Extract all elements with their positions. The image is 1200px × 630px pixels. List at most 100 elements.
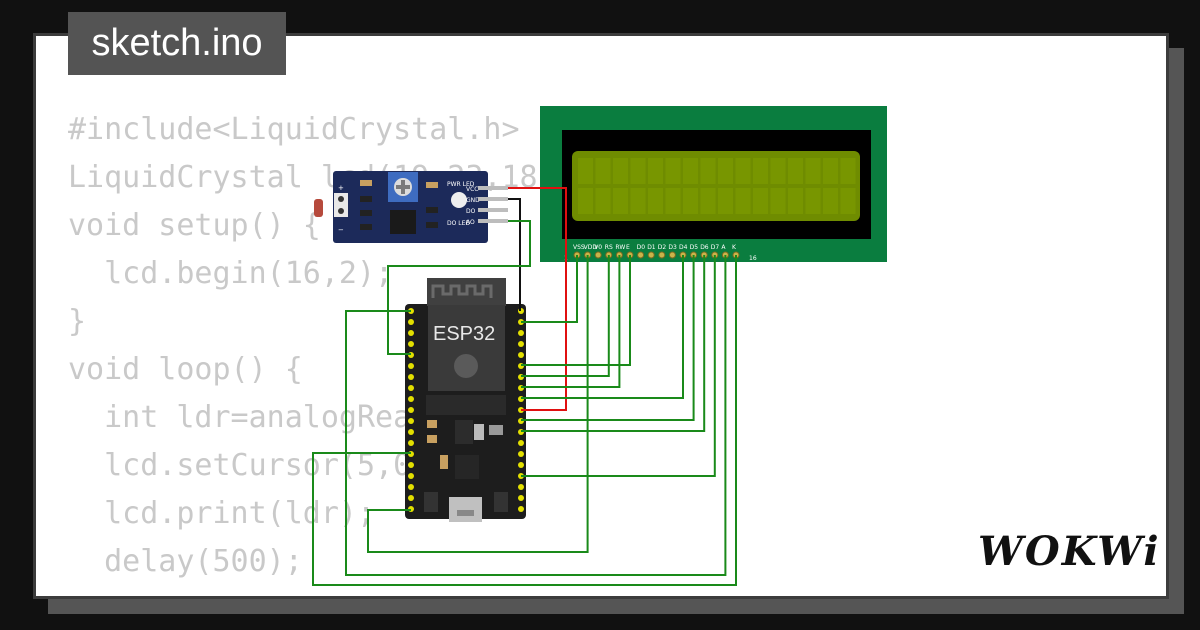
lcd-cell	[753, 188, 768, 214]
esp32-pin	[408, 385, 414, 391]
lcd-cell	[823, 188, 838, 214]
lcd-cell	[823, 158, 838, 184]
sensor-pin-gnd: GND	[466, 197, 480, 204]
esp32-module	[428, 305, 505, 391]
lcd-pin-label: D0	[637, 244, 646, 251]
esp32-pin	[408, 407, 414, 413]
lcd-pin-label: D7	[711, 244, 720, 251]
photoresistor	[314, 199, 323, 217]
wire	[312, 255, 737, 586]
esp32-pin	[518, 495, 524, 501]
wire	[521, 255, 695, 421]
esp32-pin	[408, 484, 414, 490]
esp32-pin	[518, 462, 524, 468]
lcd-cell	[683, 158, 698, 184]
lcd-cell	[683, 188, 698, 214]
lcd-pin-label: V0	[594, 244, 602, 251]
wire	[521, 255, 716, 477]
sensor-pin-vcc: VCC	[466, 186, 478, 193]
power-led	[451, 192, 467, 208]
do-led-label: DO LED	[447, 220, 470, 227]
lcd-cell	[700, 188, 716, 214]
esp32-pin	[518, 352, 524, 358]
esp32-pin	[518, 440, 524, 446]
lcd-pin-label: K	[732, 244, 737, 251]
wire	[521, 255, 578, 323]
esp32-pin	[518, 506, 524, 512]
lcd-cell	[578, 188, 593, 214]
code-line: #include<LiquidCrystal.h>	[68, 112, 520, 147]
pwr-led-label: PWR LED	[447, 181, 475, 188]
lcd-cell	[718, 188, 733, 214]
comparator-chip	[390, 210, 416, 234]
esp32-pin	[408, 396, 414, 402]
lcd-pin-label: D3	[668, 244, 677, 251]
esp32-pin	[408, 429, 414, 435]
esp32-pin	[518, 484, 524, 490]
esp32-board[interactable]: ESP32	[405, 278, 526, 522]
espressif-logo-icon	[454, 354, 478, 378]
code-line: delay(500);	[68, 544, 303, 579]
lcd-pin-label: A	[721, 244, 726, 251]
lcd-cell	[753, 158, 768, 184]
lcd-cell	[630, 188, 646, 214]
lcd-cell	[665, 188, 681, 214]
lcd-pin	[668, 251, 676, 259]
code-line: lcd.begin(16,2);	[68, 256, 394, 291]
lcd-cell	[630, 158, 646, 184]
lcd-cell	[735, 158, 751, 184]
sensor-plus-label: +	[338, 184, 344, 192]
lcd-pin-label: D5	[690, 244, 699, 251]
esp32-pin	[518, 330, 524, 336]
ldr-sensor-module[interactable]: + − PWR LED DO LED VCC GND DO AO	[314, 171, 508, 243]
title-tab[interactable]: sketch.ino	[68, 12, 286, 75]
lcd-cell	[788, 188, 803, 214]
code-line: }	[68, 304, 87, 339]
lcd-pin-label: D6	[700, 244, 709, 251]
lcd-pin	[647, 251, 655, 259]
lcd-pin-label: D4	[679, 244, 688, 251]
esp32-pin	[518, 341, 524, 347]
lcd-cell	[648, 158, 663, 184]
lcd-cell	[805, 188, 821, 214]
lcd-pin-label: D2	[658, 244, 667, 251]
wire	[367, 255, 589, 553]
lcd-pin	[594, 251, 602, 259]
esp32-pin	[408, 319, 414, 325]
boot-button[interactable]	[494, 492, 508, 512]
lcd-cell	[788, 158, 803, 184]
lcd-cell	[700, 158, 716, 184]
lcd-cell	[718, 158, 733, 184]
lcd-pin-label: RW	[615, 244, 625, 251]
lcd-pin-label: E	[626, 244, 630, 251]
sensor-pin-ao: AO	[466, 219, 475, 226]
lcd-cell	[613, 158, 628, 184]
lcd-pin-label: VDD	[584, 244, 598, 251]
lcd-character-cells	[578, 158, 856, 214]
sensor-minus-label: −	[338, 226, 344, 234]
esp32-pin-headers	[408, 308, 524, 512]
esp32-pin	[408, 440, 414, 446]
wires	[312, 187, 737, 586]
wire	[387, 220, 531, 355]
esp32-pin	[518, 451, 524, 457]
lcd-cell	[648, 188, 663, 214]
lcd-cell	[805, 158, 821, 184]
esp32-pin	[408, 374, 414, 380]
lcd-pin	[637, 251, 645, 259]
wire	[521, 255, 684, 399]
esp32-pin	[408, 495, 414, 501]
lcd-cell	[578, 158, 593, 184]
lcd-cell	[770, 188, 786, 214]
usb-port	[449, 497, 482, 522]
lcd-cell	[613, 188, 628, 214]
esp32-pin	[408, 363, 414, 369]
en-button[interactable]	[424, 492, 438, 512]
esp32-pin	[408, 341, 414, 347]
wire	[521, 255, 610, 377]
lcd-pin-label: VSS	[573, 244, 585, 251]
code-line: lcd.print(ldr);	[68, 496, 376, 531]
lcd-cell	[770, 158, 786, 184]
